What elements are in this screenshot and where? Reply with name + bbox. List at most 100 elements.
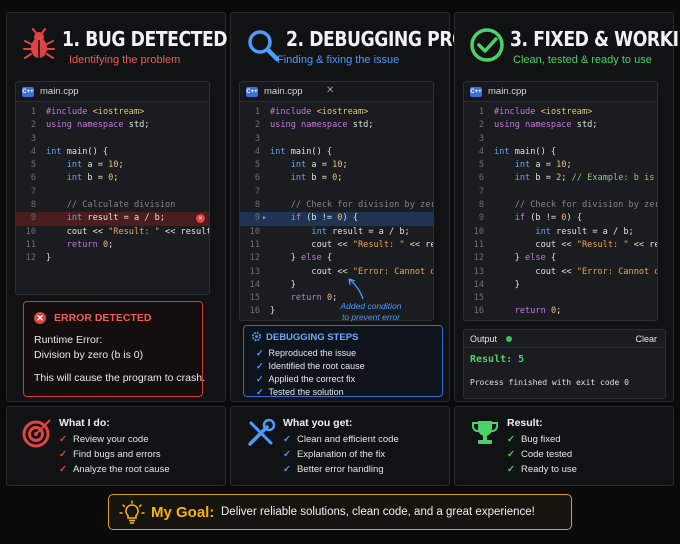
- code-line: 8 // Check for division by zero: [478, 200, 658, 211]
- result-card: Result: ✓Bug fixed ✓Code tested ✓Ready t…: [454, 406, 674, 486]
- card-item: ✓Review your code: [59, 434, 149, 445]
- code-line: 7: [254, 186, 260, 197]
- error-line: Division by zero (b is 0): [34, 349, 144, 361]
- step-item: ✓Applied the correct fix: [256, 374, 356, 384]
- clear-button[interactable]: Clear: [635, 334, 657, 344]
- code-line: 6 int b = 0;: [254, 173, 343, 184]
- code-line: 11 return 0;: [25, 239, 114, 250]
- code-line: 9 if (b != 0) {: [478, 213, 582, 224]
- goal-banner: My Goal: Deliver reliable solutions, cle…: [108, 494, 572, 530]
- panel-subtitle: Finding & fixing the issue: [277, 54, 400, 66]
- file-tab[interactable]: main.cpp: [488, 86, 527, 97]
- error-line: This will cause the program to crash.: [34, 372, 205, 384]
- cpp-file-icon: C++: [246, 87, 258, 97]
- code-line: 15: [473, 293, 484, 304]
- panel-header: 2. DEBUGGING PROCESS Finding & fixing th…: [231, 13, 513, 73]
- tools-icon: [248, 418, 276, 446]
- fixed-working-panel: 3. FIXED & WORKING Clean, tested & ready…: [454, 12, 680, 402]
- card-item: ✓Explanation of the fix: [283, 449, 386, 460]
- what-i-do-card: What I do: ✓Review your code ✓Find bugs …: [6, 406, 226, 486]
- check-icon: ✓: [256, 374, 264, 384]
- lightbulb-icon: [119, 500, 145, 524]
- code-line: 10 int result = a / b;: [249, 226, 410, 237]
- code-line: 10 cout << "Result: " << result;: [25, 226, 209, 237]
- highlighted-code-line: ▸9 if (b != 0) {: [240, 212, 433, 226]
- card-title: What you get:: [283, 417, 353, 429]
- trophy-icon: [472, 421, 498, 444]
- file-tab[interactable]: main.cpp: [40, 86, 79, 97]
- code-line: 3: [254, 133, 260, 144]
- debugging-process-panel: 2. DEBUGGING PROCESS Finding & fixing th…: [230, 12, 513, 402]
- code-line: 6 int b = 2; // Example: b is not zero: [478, 173, 655, 184]
- code-line: 1#include <iostream>: [254, 107, 369, 117]
- editor-tab-bar: C++ main.cpp: [16, 82, 209, 102]
- check-icon: ✓: [283, 434, 291, 445]
- check-icon: ✓: [59, 464, 67, 475]
- check-icon: ✓: [283, 464, 291, 475]
- bug-icon: [23, 28, 55, 59]
- check-icon: ✓: [59, 449, 67, 460]
- card-title: Result:: [507, 417, 543, 429]
- code-line: 10 int result = a / b;: [473, 226, 634, 237]
- bug-detected-panel: 1. BUG DETECTED Identifying the problem …: [6, 12, 228, 402]
- steps-title: DEBUGGING STEPS: [266, 332, 359, 343]
- code-line: 14 }: [473, 279, 520, 290]
- gear-icon: [251, 331, 262, 342]
- file-tab[interactable]: main.cpp: [264, 86, 303, 97]
- code-line: 11 cout << "Result: " << result;: [473, 239, 657, 250]
- output-header: Output Clear: [464, 330, 665, 348]
- editor-tab-bar: C++ main.cpp ✕: [240, 82, 433, 102]
- panel-title: 1. BUG DETECTED: [62, 27, 228, 51]
- check-icon: ✓: [507, 449, 515, 460]
- code-line: 8 // Calculate division: [30, 200, 176, 211]
- card-item: ✓Bug fixed: [507, 434, 561, 445]
- code-line: 1#include <iostream>: [478, 107, 593, 117]
- card-item: ✓Ready to use: [507, 464, 577, 475]
- code-line: 5 int a = 10;: [30, 160, 124, 171]
- card-title: What I do:: [59, 417, 110, 429]
- code-line: 3: [478, 133, 484, 144]
- code-line: 14 }: [249, 279, 296, 290]
- step-item: ✓Reproduced the issue: [256, 348, 357, 358]
- fix-annotation: Added condition to prevent error: [340, 301, 402, 322]
- card-item: ✓Better error handling: [283, 464, 384, 475]
- code-line: 13 cout << "Error: Cannot divide by zero…: [249, 266, 433, 277]
- code-line: 6 int b = 0;: [30, 173, 119, 184]
- error-marker-icon: ✕: [196, 214, 205, 224]
- error-icon: ✕: [34, 312, 46, 324]
- panel-header: 1. BUG DETECTED Identifying the problem: [7, 13, 228, 73]
- error-title: ERROR DETECTED: [54, 312, 152, 324]
- code-line: 12}: [25, 253, 52, 264]
- code-line: 13 cout << "Error: Cannot divide by zero…: [473, 266, 657, 277]
- panel-subtitle: Clean, tested & ready to use: [513, 54, 652, 66]
- card-item: ✓Clean and efficient code: [283, 434, 399, 445]
- check-icon: ✓: [256, 387, 264, 397]
- card-item: ✓Code tested: [507, 449, 573, 460]
- cpp-file-icon: C++: [470, 87, 482, 97]
- code-line: 16 return 0;: [473, 306, 562, 317]
- code-line: 3: [30, 133, 36, 144]
- target-icon: [22, 419, 51, 448]
- cpp-file-icon: C++: [22, 87, 34, 97]
- close-tab-icon[interactable]: ✕: [326, 85, 335, 96]
- code-line: 7: [478, 186, 484, 197]
- output-panel: Output Clear Result: 5 Process finished …: [463, 329, 666, 399]
- code-line: 12 } else {: [249, 253, 333, 264]
- step-item: ✓Tested the solution: [256, 387, 344, 397]
- code-line: 7: [30, 186, 36, 197]
- error-code-line: 9 int result = a / b;✕: [16, 212, 209, 226]
- check-icon: ✓: [283, 449, 291, 460]
- goal-label: My Goal:: [151, 504, 215, 521]
- code-line: 16}: [249, 306, 276, 317]
- card-item: ✓Find bugs and errors: [59, 449, 161, 460]
